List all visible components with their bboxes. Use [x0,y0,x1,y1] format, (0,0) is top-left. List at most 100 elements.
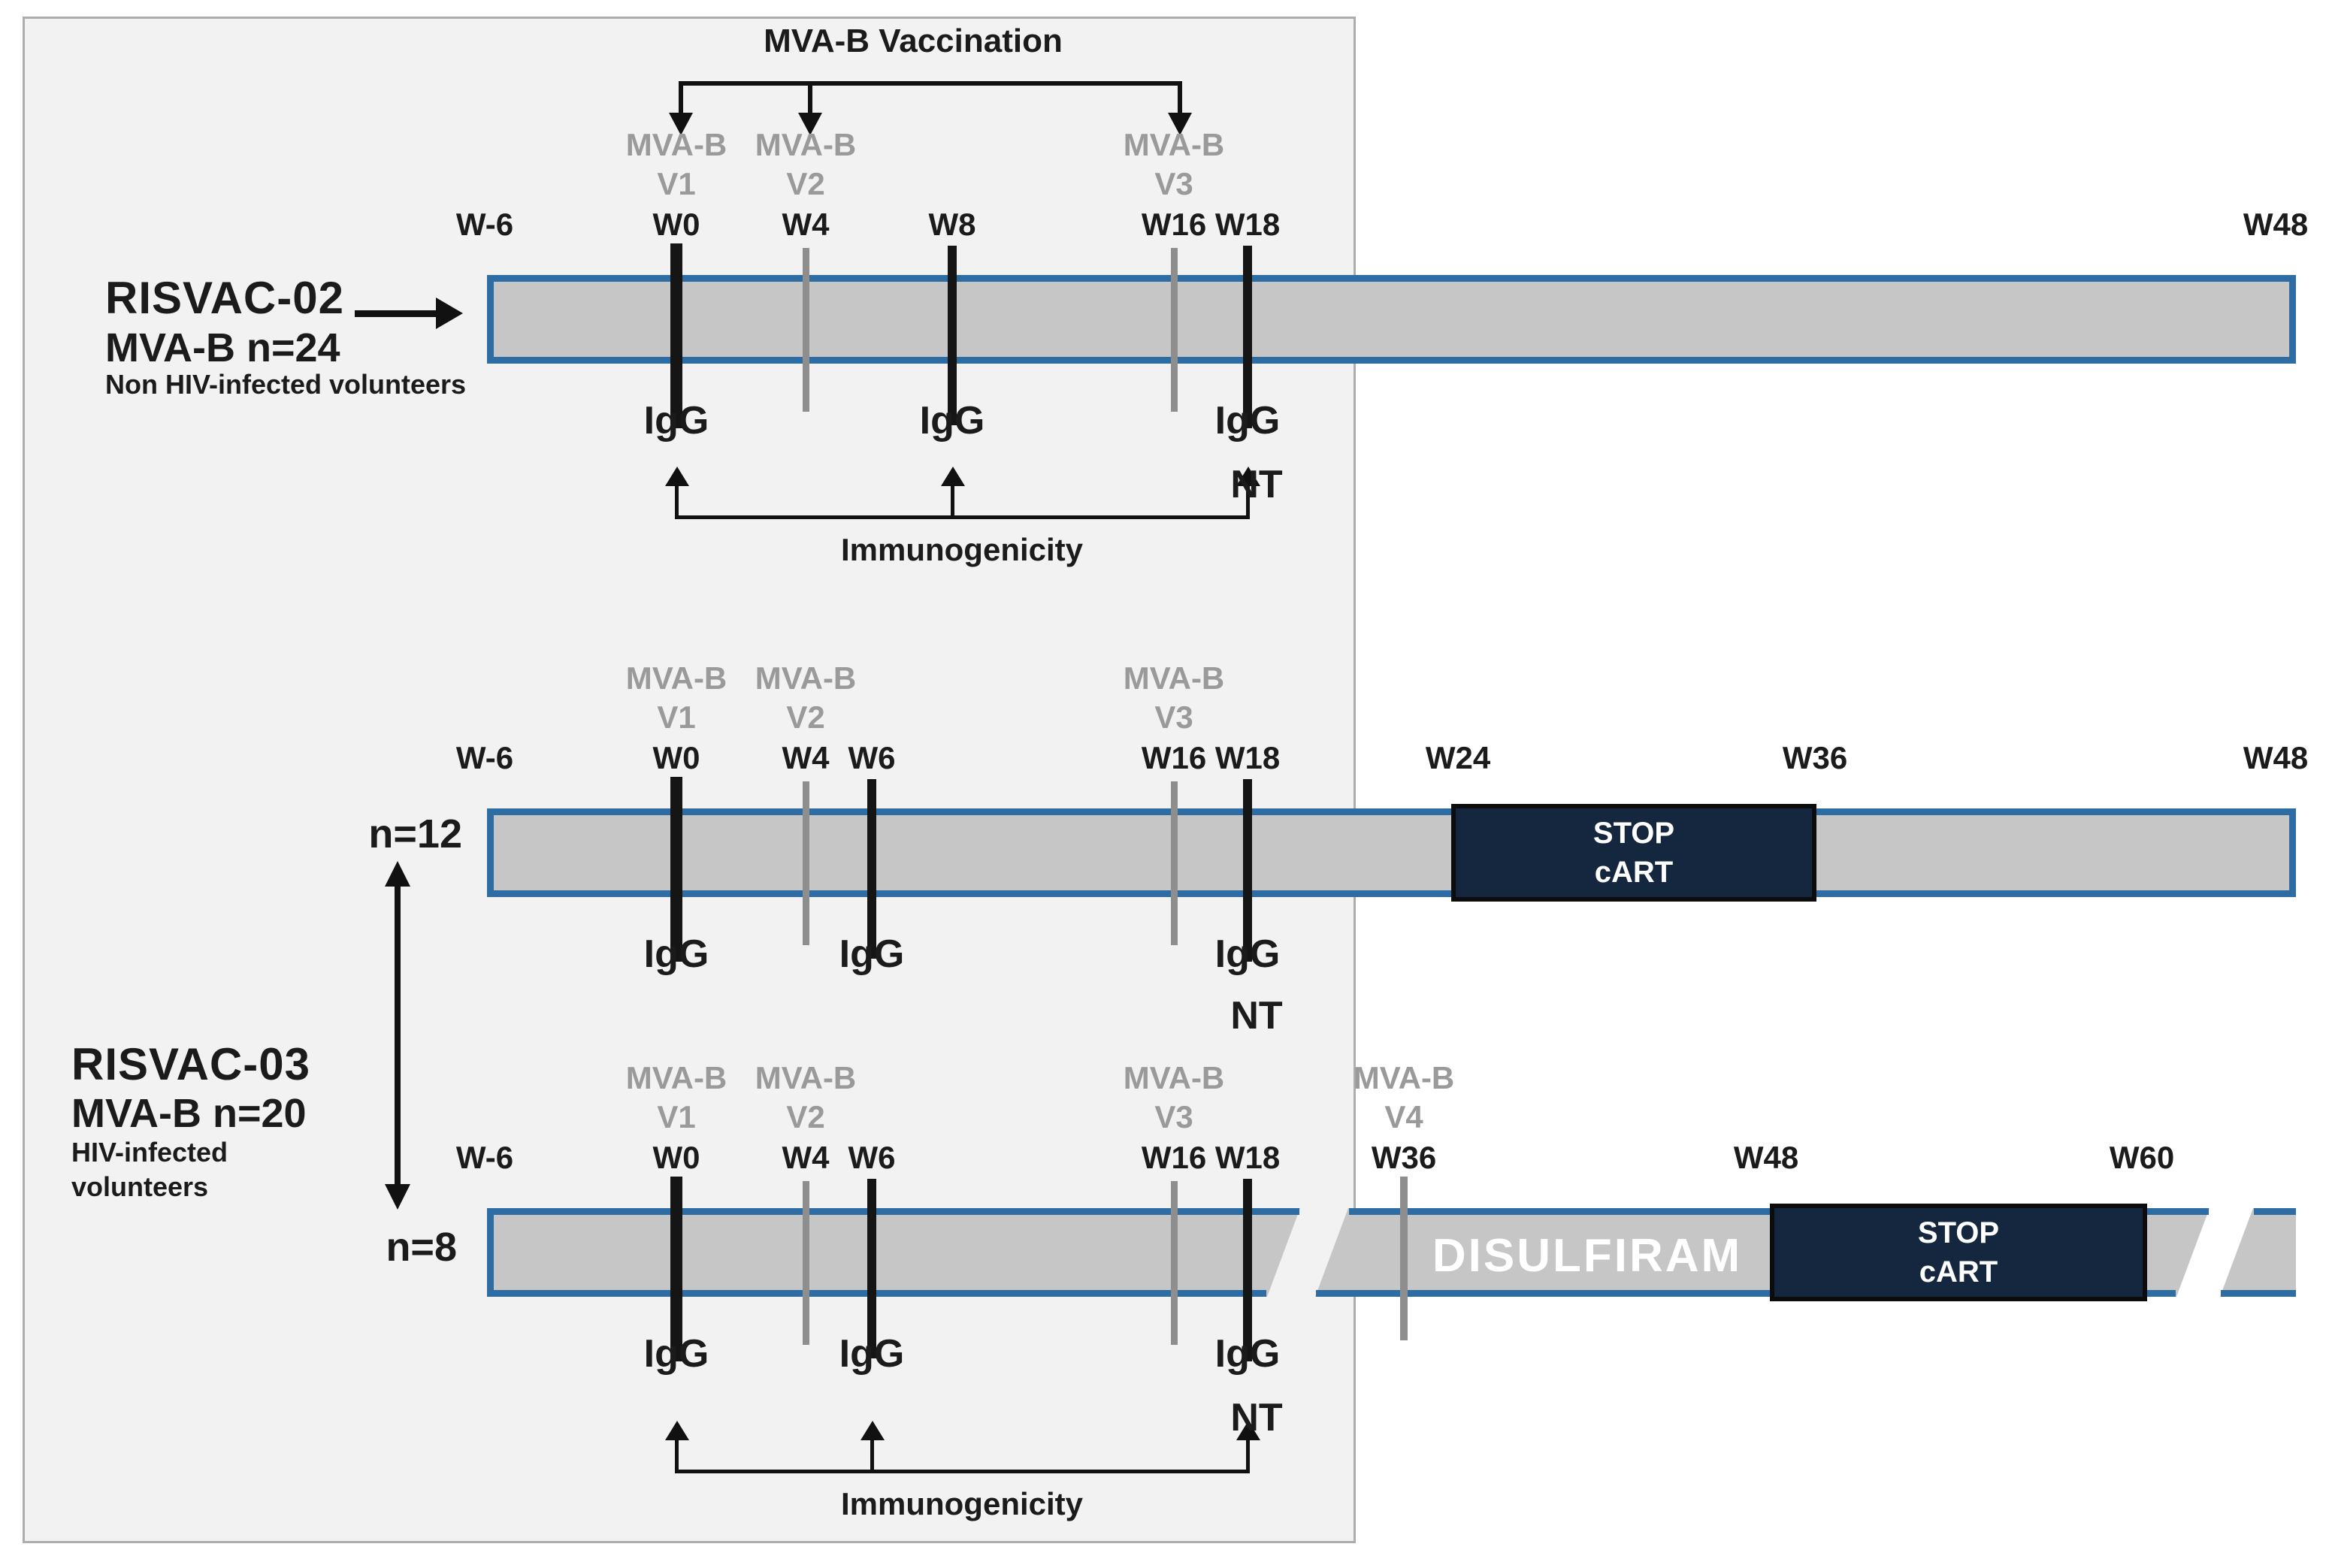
t2-timeline-bar [487,808,2296,897]
t1-vacc-v3-dose: V3 [1154,166,1193,201]
t2-week-w4: W4 [782,740,830,775]
t2-sample-igg-w6: IgG [839,932,905,976]
t3-bar-segment-3 [2220,1208,2296,1297]
t2-vacc-v2-name: MVA-B [755,660,857,696]
vaccination-bracket-line [679,81,1182,86]
t2-tick-w18 [1243,779,1252,962]
risvac03-subtitle: MVA-B n=20 [71,1091,307,1136]
t1-sample-igg-w8: IgG [919,399,985,443]
t2-sample-nt-w18: NT [1230,994,1283,1038]
t1-timeline-bar [487,275,2296,364]
vaccination-bracket-arm-v2 [808,84,812,113]
t1-week-w48: W48 [2243,207,2309,242]
t1-vacc-v1-name: MVA-B [625,127,727,162]
t1-sample-nt-w18: NT [1230,463,1283,506]
t2-vacc-v3-name: MVA-B [1123,660,1225,696]
t3-tick-w0 [670,1177,682,1361]
t3-stop-cart-box: STOP cART [1770,1204,2147,1301]
t3-vacc-v4-name: MVA-B [1353,1060,1455,1095]
t2-tick-w6 [867,779,876,959]
t3-week-w18: W18 [1214,1140,1281,1175]
t1-week-w16: W16 [1141,207,1207,242]
double-arrow-bottom-head-icon [385,1184,410,1210]
down-arrow-icon [798,113,822,135]
study-panel [23,17,1356,1543]
t3-bar-segment-1 [487,1208,1300,1297]
t3-immunogenicity-stub [675,1440,679,1472]
right-arrow-head-icon [436,298,463,329]
t2-vacc-v3-dose: V3 [1154,699,1193,735]
t3-tick-w18 [1243,1179,1252,1361]
group-n8-label: n=8 [386,1225,457,1270]
t3-week-w48: W48 [1733,1140,1799,1175]
t3-sample-igg-w0: IgG [643,1332,709,1376]
vaccination-bracket-arm-v3 [1178,81,1182,113]
t1-tick-w4 [803,248,809,412]
t2-week-wm6: W-6 [455,740,514,775]
down-arrow-icon [669,113,693,135]
t2-week-w48: W48 [2243,740,2309,775]
t2-week-w16: W16 [1141,740,1207,775]
t2-vacc-v1-name: MVA-B [625,660,727,696]
t2-stop-cart-line1: STOP [1592,817,1675,850]
group-n12-label: n=12 [368,811,462,857]
risvac02-population: Non HIV-infected volunteers [105,369,467,400]
up-arrow-icon [665,467,689,486]
t1-sample-igg-w0: IgG [643,399,709,443]
t3-vacc-v1-name: MVA-B [625,1060,727,1095]
t3-immunogenicity-stub [1246,1440,1250,1472]
t2-vacc-v2-dose: V2 [786,699,825,735]
t2-stop-cart-line2: cART [1594,856,1674,889]
risvac03-title: RISVAC-03 [71,1039,310,1089]
t3-vacc-v3-name: MVA-B [1123,1060,1225,1095]
up-arrow-icon [861,1421,885,1440]
t1-immunogenicity-stub [951,486,954,518]
t2-tick-w16 [1171,781,1178,945]
t3-immunogenicity-label: Immunogenicity [840,1486,1084,1521]
t3-vacc-v2-name: MVA-B [755,1060,857,1095]
t2-week-w18: W18 [1214,740,1281,775]
risvac02-title: RISVAC-02 [105,273,344,323]
t3-vacc-v2-dose: V2 [786,1099,825,1134]
t3-immunogenicity-stub [870,1440,874,1472]
t2-sample-igg-w18: IgG [1214,932,1281,976]
t2-week-w24: W24 [1425,740,1491,775]
vaccination-bracket-title: MVA-B Vaccination [764,23,1063,59]
up-arrow-icon [941,467,965,486]
t3-stop-cart-line1: STOP [1917,1216,2000,1249]
t2-stop-cart-box: STOP cART [1451,804,1816,902]
risvac03-population-line1: HIV-infected [71,1137,228,1168]
t1-immunogenicity-line [675,515,1250,519]
t3-week-w4: W4 [782,1140,830,1175]
t3-sample-nt-w18: NT [1230,1396,1283,1440]
t3-vacc-v3-dose: V3 [1154,1099,1193,1134]
t3-tick-w36 [1400,1177,1408,1340]
t2-vacc-v1-dose: V1 [657,699,696,735]
t3-immunogenicity-line [675,1470,1250,1473]
t2-tick-w0 [670,777,682,962]
t3-week-w16: W16 [1141,1140,1207,1175]
t3-week-w6: W6 [848,1140,896,1175]
t1-week-w0: W0 [652,207,700,242]
t1-vacc-v2-dose: V2 [786,166,825,201]
t1-sample-igg-w18: IgG [1214,399,1281,443]
t1-tick-w18 [1243,246,1252,428]
t2-sample-igg-w0: IgG [643,932,709,976]
t1-week-wm6: W-6 [455,207,514,242]
up-arrow-icon [665,1421,689,1440]
t3-sample-igg-w18: IgG [1214,1332,1281,1376]
t3-week-wm6: W-6 [455,1140,514,1175]
t1-vacc-v2-name: MVA-B [755,127,857,162]
t1-tick-w16 [1171,248,1178,412]
t1-vacc-v3-name: MVA-B [1123,127,1225,162]
t2-tick-w4 [803,781,809,945]
t3-tick-w6 [867,1179,876,1358]
down-arrow-icon [1168,113,1192,135]
up-arrow-icon [1236,1421,1260,1440]
risvac03-population-line2: volunteers [71,1171,209,1202]
t3-week-w0: W0 [652,1140,700,1175]
vaccination-bracket-arm-v1 [679,81,683,113]
risvac02-subtitle: MVA-B n=24 [105,325,340,370]
t2-week-w36: W36 [1782,740,1848,775]
